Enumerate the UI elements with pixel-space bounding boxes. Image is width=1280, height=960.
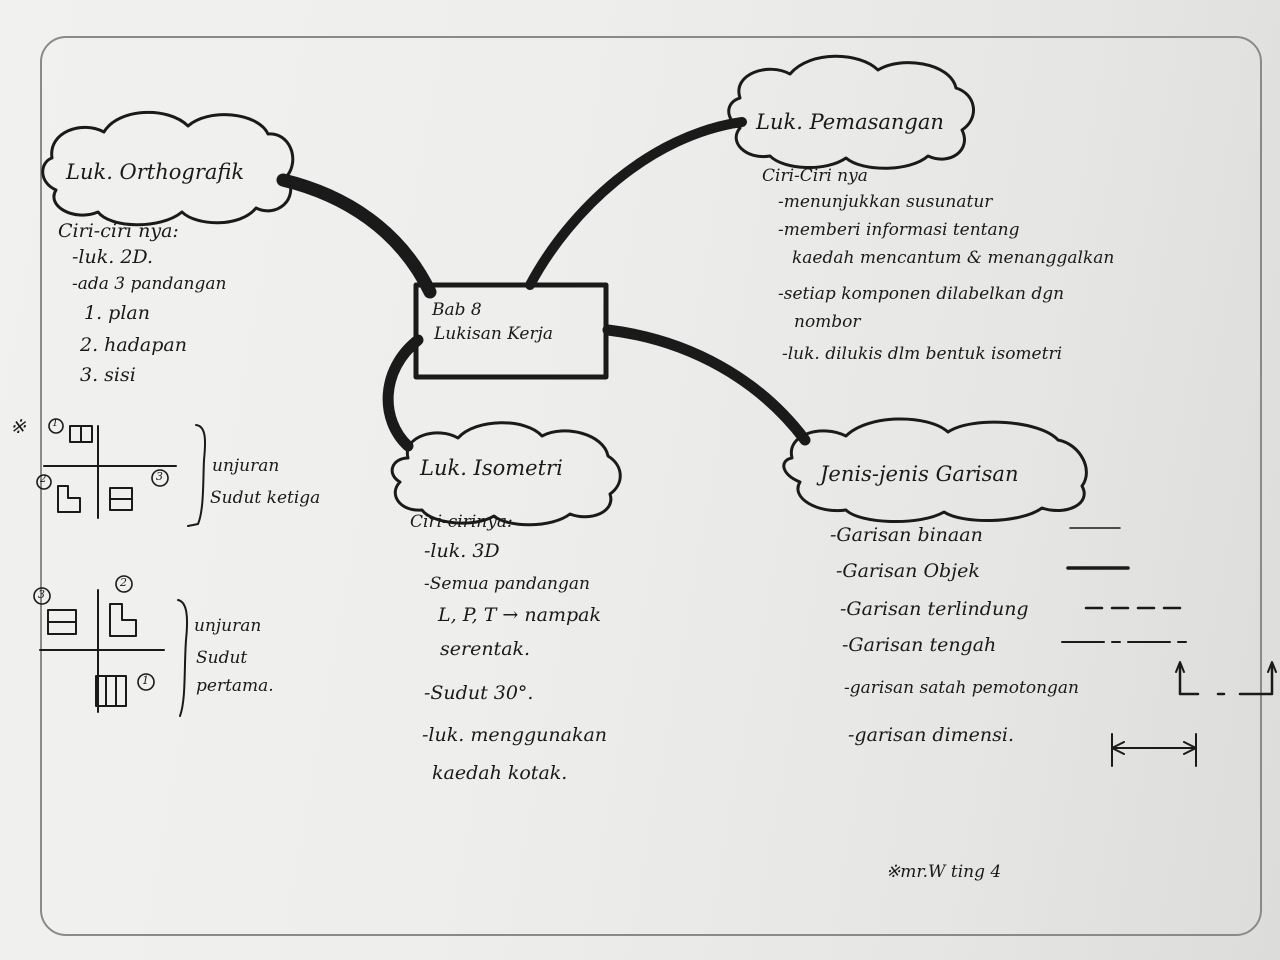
first-angle-sketch — [39, 589, 188, 717]
orthographic-item: 1. plan — [84, 302, 150, 324]
orthographic-item: -ada 3 pandangan — [72, 274, 227, 294]
third-angle-label-line1: unjuran — [212, 456, 280, 476]
orthographic-heading: Ciri-ciri nya: — [58, 220, 179, 242]
isometric-title: Luk. Isometri — [420, 456, 563, 480]
marker-label: 1 — [52, 418, 59, 429]
assembly-item: kaedah mencantum & menanggalkan — [792, 248, 1115, 268]
cloud-isometric — [390, 421, 622, 527]
line-type-item: -garisan dimensi. — [848, 724, 1015, 746]
first-angle-label-line3: pertama. — [196, 676, 274, 696]
assembly-title: Luk. Pemasangan — [756, 110, 944, 134]
isometric-item: L, P, T → nampak — [438, 604, 601, 626]
marker-circle — [36, 474, 52, 490]
marker-label: 3 — [38, 588, 45, 601]
orthographic-item: 3. sisi — [80, 364, 136, 386]
assembly-item: -memberi informasi tentang — [778, 220, 1020, 240]
third-angle-sketch — [43, 424, 206, 527]
line-type-item: -Garisan binaan — [830, 524, 983, 546]
assembly-item: -luk. dilukis dlm bentuk isometri — [782, 344, 1063, 364]
cloud-line-types — [782, 417, 1088, 524]
line-type-item: -Garisan terlindung — [840, 598, 1029, 620]
footer-note: ※mr.W ting 4 — [886, 862, 1002, 882]
first-angle-label-line2: Sudut — [196, 648, 248, 668]
marker-label: 1 — [142, 674, 149, 687]
marker-circle — [115, 575, 133, 593]
isometric-item: kaedah kotak. — [432, 762, 568, 784]
sample-dimension-line — [1111, 733, 1197, 767]
isometric-item: -Semua pandangan — [424, 574, 590, 594]
isometric-item: serentak. — [440, 638, 531, 660]
orthographic-item: -luk. 2D. — [72, 246, 154, 268]
isometric-item: -luk. 3D — [424, 540, 500, 562]
connector-isometric — [382, 334, 424, 452]
assembly-heading: Ciri-Ciri nya — [762, 166, 868, 186]
line-type-item: -garisan satah pemotongan — [844, 678, 1079, 698]
line-type-item: -Garisan tengah — [842, 634, 997, 656]
connector-line-types — [602, 324, 811, 446]
center-topic-line1: Bab 8 — [432, 300, 482, 320]
cloud-orthographic — [41, 110, 295, 227]
marker-circle — [33, 587, 51, 605]
isometric-item: -Sudut 30°. — [424, 682, 534, 704]
cloud-assembly — [727, 54, 975, 170]
assembly-item: nombor — [794, 312, 861, 332]
isometric-heading: Ciri-cirinya: — [410, 512, 513, 532]
marker-circle — [151, 469, 169, 487]
marker-circle — [48, 418, 64, 434]
marker-label: 3 — [156, 470, 163, 483]
connector-assembly — [525, 117, 747, 290]
marker-circle — [137, 673, 155, 691]
marker-label: 2 — [120, 576, 127, 589]
line-type-item: -Garisan Objek — [836, 560, 980, 582]
connector-orthographic — [276, 173, 437, 299]
marker-label: 2 — [40, 474, 47, 485]
line-types-title: Jenis-jenis Garisan — [820, 462, 1019, 486]
assembly-item: -menunjukkan susunatur — [778, 192, 993, 212]
note-asterisk: ※ — [10, 416, 26, 438]
orthographic-item: 2. hadapan — [80, 334, 187, 356]
isometric-item: -luk. menggunakan — [422, 724, 608, 746]
line-type-samples — [1061, 527, 1277, 767]
orthographic-title: Luk. Orthografik — [66, 160, 245, 184]
center-topic-line2: Lukisan Kerja — [434, 324, 554, 344]
assembly-item: -setiap komponen dilabelkan dgn — [778, 284, 1065, 304]
first-angle-label-line1: unjuran — [194, 616, 262, 636]
third-angle-label-line2: Sudut ketiga — [210, 488, 321, 508]
center-topic-box — [413, 282, 609, 380]
sample-cutting-plane-line — [1178, 662, 1274, 696]
page-border — [40, 36, 1262, 936]
